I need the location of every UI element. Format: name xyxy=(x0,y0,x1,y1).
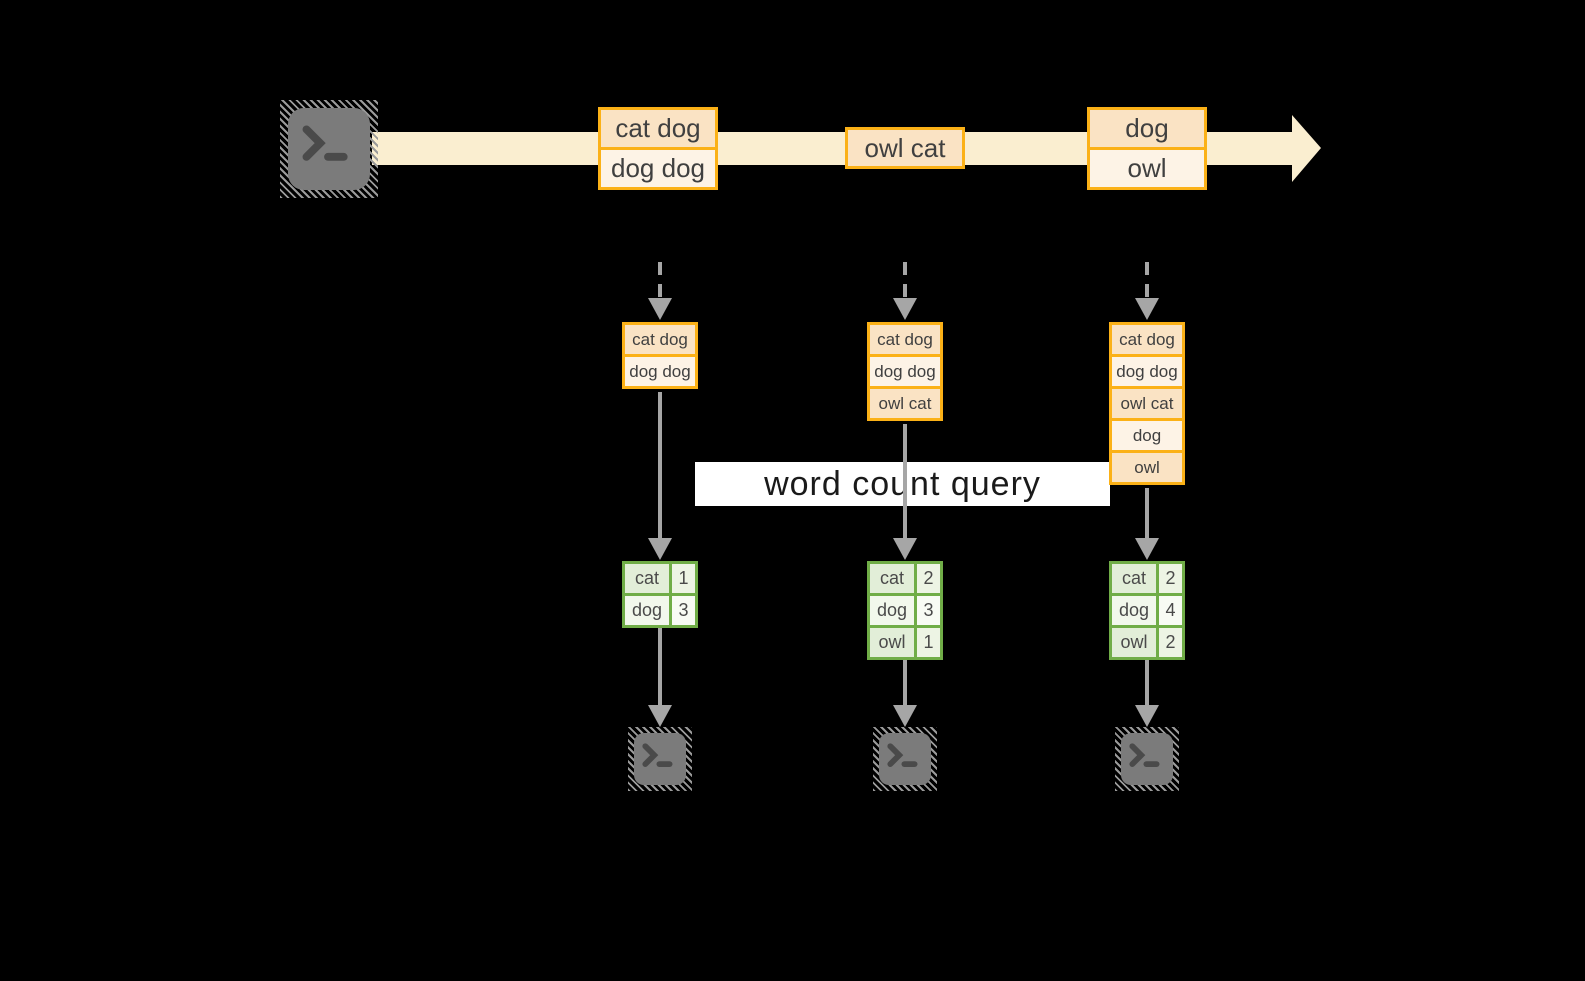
query-arrowhead-3 xyxy=(1135,538,1159,560)
record: dog dog xyxy=(601,147,715,187)
output-arrowhead-3 xyxy=(1135,705,1159,727)
query-label: word count query xyxy=(764,464,1041,503)
terminal-body xyxy=(288,108,370,190)
word-count-table-3: cat 2 dog 4 owl 2 xyxy=(1109,561,1185,660)
terminal-prompt-icon xyxy=(887,743,918,767)
ingest-arrow-2 xyxy=(903,262,907,300)
table-row: cat 2 xyxy=(1112,564,1182,593)
event-batch-2: owl cat xyxy=(845,127,965,169)
table-row: cat 2 xyxy=(870,564,940,593)
output-arrowhead-1 xyxy=(648,705,672,727)
buffer-row: dog dog xyxy=(870,354,940,386)
word-cell: owl xyxy=(870,628,917,657)
record: dog xyxy=(1090,110,1204,147)
table-row: dog 4 xyxy=(1112,593,1182,625)
query-arrow-2 xyxy=(903,424,907,538)
count-cell: 2 xyxy=(1159,628,1182,657)
word-count-table-1: cat 1 dog 3 xyxy=(622,561,698,628)
ingest-arrow-3 xyxy=(1145,262,1149,300)
count-cell: 3 xyxy=(672,596,695,625)
ingest-arrowhead-3 xyxy=(1135,298,1159,320)
ingest-arrow-1 xyxy=(658,262,662,300)
word-cell: cat xyxy=(625,564,672,593)
word-count-table-2: cat 2 dog 3 owl 1 xyxy=(867,561,943,660)
ingest-arrowhead-1 xyxy=(648,298,672,320)
output-arrow-1 xyxy=(658,628,662,705)
count-cell: 1 xyxy=(672,564,695,593)
count-cell: 1 xyxy=(917,628,940,657)
count-cell: 3 xyxy=(917,596,940,625)
buffer-row: owl xyxy=(1112,450,1182,482)
output-arrow-2 xyxy=(903,660,907,705)
record: owl xyxy=(1090,147,1204,187)
sink-terminal-icon-1 xyxy=(628,727,692,791)
terminal-prompt-icon xyxy=(642,743,673,767)
table-row: cat 1 xyxy=(625,564,695,593)
record: cat dog xyxy=(601,110,715,147)
query-arrow-3 xyxy=(1145,488,1149,538)
query-arrow-1 xyxy=(658,392,662,538)
buffer-row: owl cat xyxy=(870,386,940,418)
table-row: owl 2 xyxy=(1112,625,1182,657)
record-buffer-1: cat dog dog dog xyxy=(622,322,698,389)
count-cell: 2 xyxy=(917,564,940,593)
count-cell: 2 xyxy=(1159,564,1182,593)
query-arrowhead-2 xyxy=(893,538,917,560)
table-row: dog 3 xyxy=(870,593,940,625)
query-arrowhead-1 xyxy=(648,538,672,560)
word-cell: owl xyxy=(1112,628,1159,657)
word-cell: dog xyxy=(625,596,672,625)
word-cell: cat xyxy=(870,564,917,593)
terminal-body xyxy=(1121,733,1173,785)
event-batch-3: dog owl xyxy=(1087,107,1207,190)
terminal-body xyxy=(634,733,686,785)
buffer-row: dog dog xyxy=(625,354,695,386)
buffer-row: cat dog xyxy=(625,325,695,354)
word-cell: cat xyxy=(1112,564,1159,593)
sink-terminal-icon-3 xyxy=(1115,727,1179,791)
stream-arrowhead-icon xyxy=(1292,115,1321,182)
word-cell: dog xyxy=(1112,596,1159,625)
ingest-arrowhead-2 xyxy=(893,298,917,320)
buffer-row: dog xyxy=(1112,418,1182,450)
table-row: dog 3 xyxy=(625,593,695,625)
source-terminal-icon xyxy=(280,100,378,198)
record-buffer-3: cat dog dog dog owl cat dog owl xyxy=(1109,322,1185,485)
buffer-row: owl cat xyxy=(1112,386,1182,418)
output-arrowhead-2 xyxy=(893,705,917,727)
terminal-prompt-icon xyxy=(1129,743,1160,767)
buffer-row: cat dog xyxy=(1112,325,1182,354)
buffer-row: cat dog xyxy=(870,325,940,354)
word-cell: dog xyxy=(870,596,917,625)
query-label-band: word count query xyxy=(695,462,1110,506)
record-buffer-2: cat dog dog dog owl cat xyxy=(867,322,943,421)
terminal-body xyxy=(879,733,931,785)
output-arrow-3 xyxy=(1145,660,1149,705)
sink-terminal-icon-2 xyxy=(873,727,937,791)
terminal-prompt-icon xyxy=(302,125,348,161)
event-batch-1: cat dog dog dog xyxy=(598,107,718,190)
count-cell: 4 xyxy=(1159,596,1182,625)
table-row: owl 1 xyxy=(870,625,940,657)
buffer-row: dog dog xyxy=(1112,354,1182,386)
record: owl cat xyxy=(848,130,962,166)
